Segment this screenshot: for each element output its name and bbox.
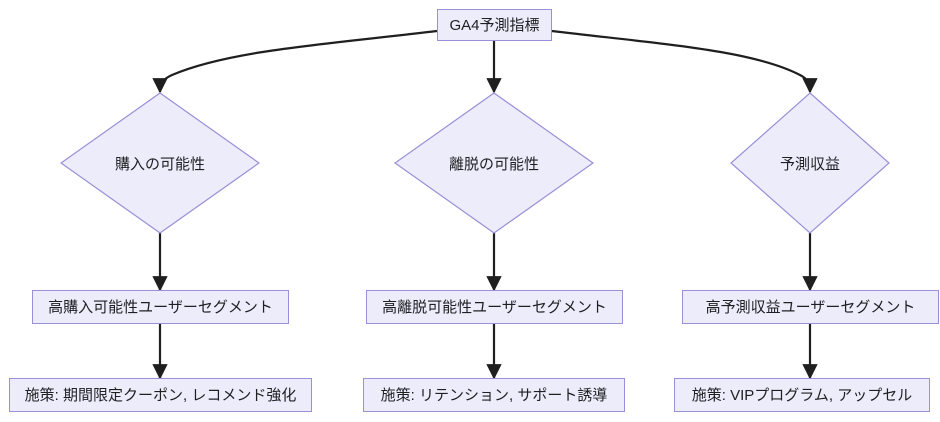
node-action-revenue[interactable]: 施策: VIPプログラム, アップセル bbox=[674, 378, 930, 412]
node-action-purchase[interactable]: 施策: 期間限定クーポン, レコメンド強化 bbox=[9, 378, 312, 412]
node-segment-revenue[interactable]: 高予測収益ユーザーセグメント bbox=[682, 290, 939, 324]
edge-root-to-purchase bbox=[152, 29, 438, 94]
diamond-shape-revenue bbox=[730, 92, 890, 234]
node-decision-purchase[interactable]: 購入の可能性 bbox=[60, 92, 260, 234]
node-segment-churn-label: 高離脱可能性ユーザーセグメント bbox=[382, 298, 607, 316]
node-action-churn[interactable]: 施策: リテンション, サポート誘導 bbox=[363, 378, 625, 412]
edge-root-to-revenue bbox=[551, 29, 818, 94]
node-decision-churn[interactable]: 離脱の可能性 bbox=[394, 92, 594, 234]
node-segment-revenue-label: 高予測収益ユーザーセグメント bbox=[705, 298, 916, 316]
node-segment-purchase[interactable]: 高購入可能性ユーザーセグメント bbox=[32, 290, 289, 324]
node-root[interactable]: GA4予測指標 bbox=[437, 9, 552, 41]
node-segment-churn[interactable]: 高離脱可能性ユーザーセグメント bbox=[366, 290, 623, 324]
diamond-shape-purchase bbox=[60, 92, 260, 234]
node-action-revenue-label: 施策: VIPプログラム, アップセル bbox=[691, 386, 913, 404]
node-action-purchase-label: 施策: 期間限定クーポン, レコメンド強化 bbox=[24, 386, 297, 404]
node-action-churn-label: 施策: リテンション, サポート誘導 bbox=[380, 386, 608, 404]
diamond-shape-churn bbox=[394, 92, 594, 234]
node-decision-revenue[interactable]: 予測収益 bbox=[730, 92, 890, 234]
node-root-label: GA4予測指標 bbox=[449, 16, 540, 34]
node-segment-purchase-label: 高購入可能性ユーザーセグメント bbox=[48, 298, 273, 316]
